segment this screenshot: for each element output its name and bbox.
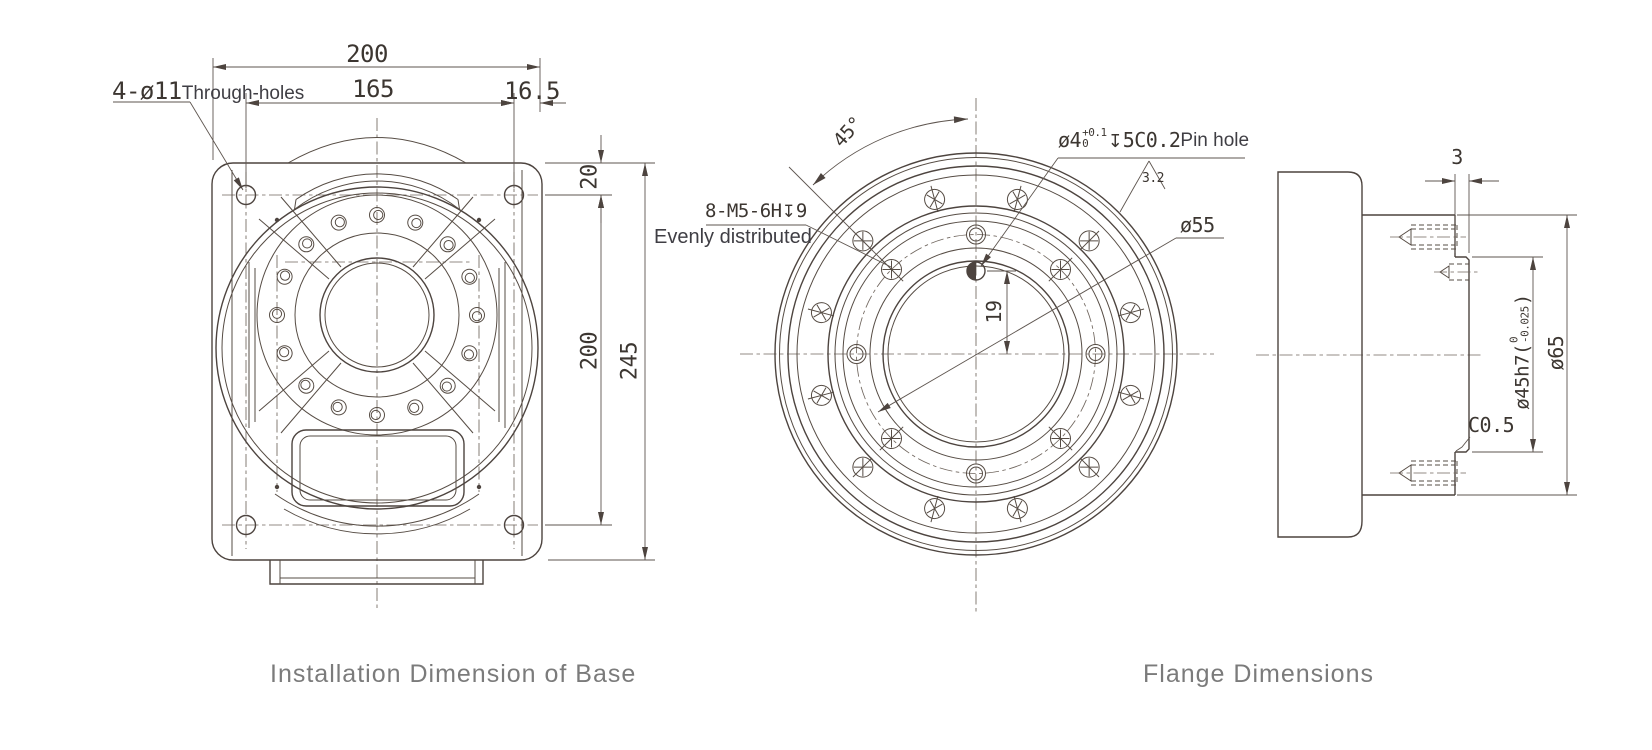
spigot-tolerance: 0-0.025	[1508, 306, 1532, 344]
surface-roughness-value: 3.2	[1142, 171, 1164, 186]
flange-view-caption: Flange Dimensions	[1143, 660, 1374, 688]
spigot-code: ø45h7	[1511, 354, 1534, 410]
flange-side-view	[1256, 171, 1577, 538]
depth-symbol-icon: ↧	[1107, 131, 1123, 152]
dowel-pin	[1434, 263, 1480, 281]
pin-depth: 5	[1122, 128, 1135, 152]
pin-tol-upper: +0.1	[1082, 126, 1107, 139]
thread-code: 8-M5-6H	[705, 200, 782, 222]
base-dimensions	[113, 58, 655, 561]
flange-front-view	[706, 98, 1245, 612]
paren-open: (	[1511, 344, 1534, 355]
pin-chamfer: C0.2	[1134, 128, 1181, 152]
pin-hole-mark	[966, 261, 986, 281]
pin-tol-lower: 0	[1082, 137, 1089, 150]
thread-spec-label: 8-M5-6H↧9	[705, 200, 807, 222]
paren-close: )	[1511, 294, 1534, 306]
surface-roughness-icon	[1119, 160, 1166, 213]
through-holes-code: 4-ø11	[112, 77, 182, 105]
flange-side-dimensions	[1425, 174, 1577, 496]
dim-outer-diameter: ø65	[1544, 335, 1568, 371]
base-view-caption: Installation Dimension of Base	[270, 660, 637, 688]
pin-text: Pin hole	[1180, 130, 1250, 151]
dim-hole-spacing-horizontal: 165	[352, 75, 394, 103]
base-bolt-holes	[269, 207, 485, 423]
m5-screw-bottom	[1390, 460, 1466, 486]
dim-edge-offset: 16.5	[504, 77, 560, 105]
dim-spigot: ø45h7(0-0.025)	[1508, 294, 1534, 410]
dim-pin-offset: 19	[982, 300, 1006, 324]
dim-hole-spacing-vertical: 200	[577, 331, 603, 371]
spigot-tol-lower: -0.025	[1518, 306, 1532, 344]
depth-symbol-icon: ↧	[781, 202, 796, 222]
dim-top-offset: 20	[577, 164, 603, 190]
thread-note: Evenly distributed	[654, 226, 812, 248]
thread-depth: 9	[795, 200, 807, 222]
dim-bolt-circle: ø55	[1180, 213, 1215, 237]
through-holes-text: Through-holes	[181, 83, 305, 104]
base-front-view	[113, 58, 655, 608]
chamfer-note: C0.5	[1468, 413, 1515, 437]
dim-thickness: 3	[1451, 145, 1463, 169]
pin-diameter: ø4	[1058, 128, 1082, 152]
dim-total-height: 245	[617, 341, 643, 381]
dim-total-width: 200	[346, 40, 388, 68]
through-holes-note: 4-ø11Through-holes	[112, 77, 304, 106]
m5-screw-top	[1390, 224, 1466, 250]
